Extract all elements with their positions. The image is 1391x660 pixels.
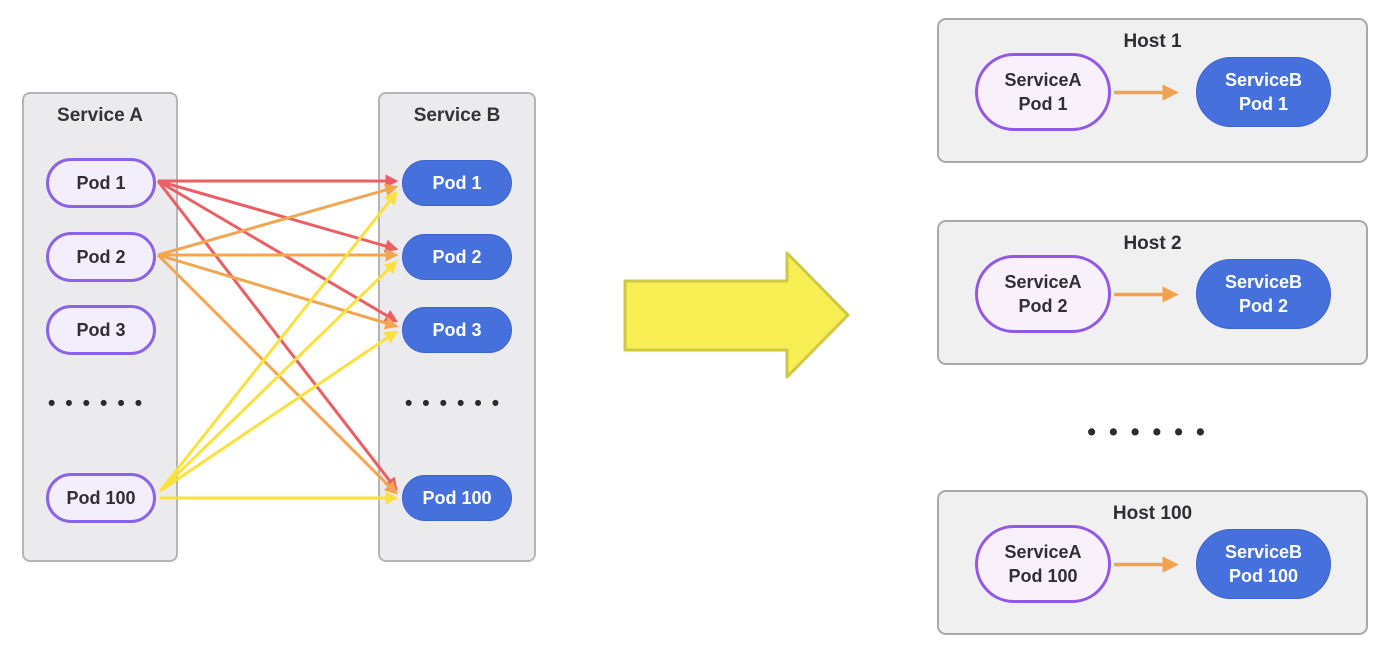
- host-100-service-a-pod: ServiceA Pod 100: [975, 525, 1111, 603]
- mesh-line-a2-b1: [157, 183, 399, 257]
- flow-arrow-icon: [1114, 286, 1179, 303]
- pod-label: Pod 100: [422, 487, 492, 508]
- service-a-pod-1: Pod 1: [46, 158, 156, 208]
- mesh-line-a100-b2: [158, 260, 398, 493]
- host-2-box: Host 2 ServiceA Pod 2 ServiceB Pod 2: [937, 220, 1368, 365]
- service-b-pod-100: Pod 100: [402, 475, 512, 521]
- service-a-title: Service A: [57, 105, 143, 126]
- pod-name-label: Pod 100: [1228, 566, 1299, 586]
- service-b-title: Service B: [413, 105, 501, 126]
- service-name-label: ServiceA: [1004, 541, 1082, 562]
- flow-arrow-icon: [1114, 556, 1179, 573]
- pod-label: Pod 3: [432, 319, 482, 340]
- pod-label: Pod 2: [432, 246, 482, 267]
- transform-arrow-icon: [623, 251, 850, 379]
- pod-name-label: Pod 100: [1008, 566, 1078, 586]
- host-100-title: Host 100: [1112, 503, 1193, 524]
- service-b-pod-2: Pod 2: [402, 234, 512, 280]
- service-a-pod-2: Pod 2: [46, 232, 156, 282]
- host-1-service-b-pod: ServiceB Pod 1: [1196, 57, 1331, 127]
- service-name-label: ServiceA: [1004, 271, 1082, 292]
- pod-name-label: Pod 1: [1018, 94, 1068, 114]
- mesh-line-a1-b3: [157, 179, 399, 323]
- service-name-label: ServiceB: [1224, 69, 1303, 90]
- host-1-title: Host 1: [1123, 31, 1182, 52]
- service-name-label: ServiceB: [1224, 271, 1303, 292]
- host-1-service-a-pod: ServiceA Pod 1: [975, 53, 1111, 131]
- service-b-pod-3: Pod 3: [402, 307, 512, 353]
- pod-label: Pod 1: [76, 172, 126, 193]
- service-a-ellipsis-dots: ••••••: [47, 392, 153, 415]
- service-a-pod-3: Pod 3: [46, 305, 156, 355]
- pod-name-label: Pod 1: [1238, 94, 1288, 114]
- host-100-box: Host 100 ServiceA Pod 100 ServiceB Pod 1…: [937, 490, 1368, 635]
- pod-label: Pod 3: [76, 319, 126, 340]
- service-a-container: Service A Pod 1 Pod 2 Pod 3 •••••• Pod 1…: [22, 92, 178, 562]
- host-2-service-b-pod: ServiceB Pod 2: [1196, 259, 1331, 329]
- mesh-line-a2-b100: [156, 253, 398, 495]
- service-b-container: Service B Pod 1 Pod 2 Pod 3 •••••• Pod 1…: [378, 92, 536, 562]
- flow-arrow-icon: [1114, 84, 1179, 101]
- service-b-ellipsis-dots: ••••••: [404, 392, 510, 415]
- pod-name-label: Pod 2: [1018, 296, 1068, 316]
- host-2-service-a-pod: ServiceA Pod 2: [975, 255, 1111, 333]
- host-2-title: Host 2: [1123, 233, 1182, 254]
- mesh-line-a1-b100: [156, 180, 398, 491]
- service-name-label: ServiceA: [1004, 69, 1082, 90]
- mesh-line-a100-b1: [158, 191, 398, 492]
- service-b-pod-1: Pod 1: [402, 160, 512, 206]
- pod-label: Pod 100: [66, 487, 136, 508]
- pod-label: Pod 1: [432, 172, 482, 193]
- service-a-pod-100: Pod 100: [46, 473, 156, 523]
- host-1-box: Host 1 ServiceA Pod 1 ServiceB Pod 1: [937, 18, 1368, 163]
- pod-name-label: Pod 2: [1238, 296, 1288, 316]
- mesh-line-a2-b3: [157, 253, 399, 330]
- mesh-line-a1-b2: [157, 179, 399, 253]
- pod-label: Pod 2: [76, 246, 126, 267]
- hosts-ellipsis-dots: ••••••: [1087, 418, 1218, 446]
- host-100-service-b-pod: ServiceB Pod 100: [1196, 529, 1331, 599]
- service-name-label: ServiceB: [1224, 541, 1303, 562]
- mesh-line-a100-b3: [159, 330, 399, 493]
